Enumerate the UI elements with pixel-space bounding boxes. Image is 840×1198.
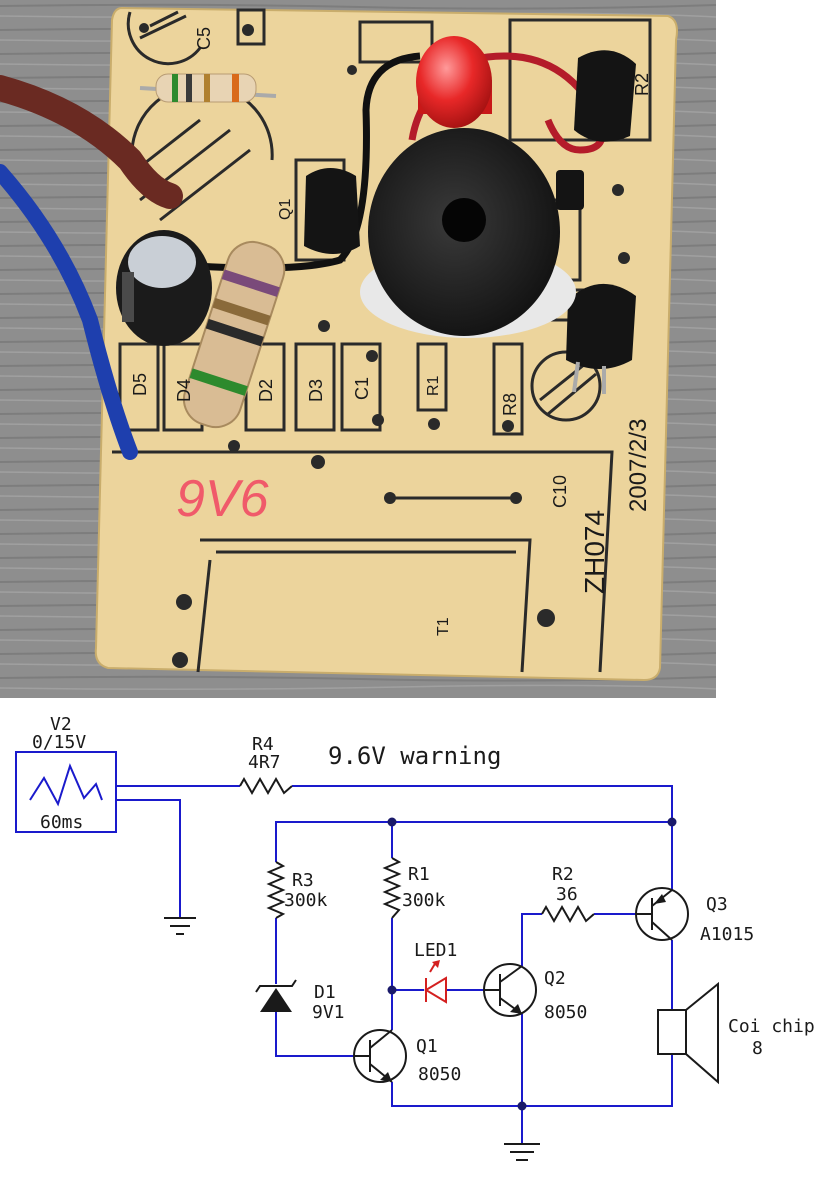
q1-value: 8050 [418,1064,461,1085]
label-q1: Q1 [277,199,294,220]
label-c5: C5 [194,27,214,50]
transistor-q1 [304,168,360,254]
led1-name: LED1 [414,940,457,961]
speaker: Coi chip 8 [657,981,815,1085]
d1-zener: D1 9V1 [255,979,345,1023]
label-d4: D4 [174,379,194,402]
v2-name: V2 [50,714,72,735]
q1-name: Q1 [416,1036,438,1057]
label-c10: C10 [550,475,570,508]
label-r2: R2 [632,73,652,96]
r4-name: R4 [252,734,274,755]
schematic-title: 9.6V warning [328,742,501,770]
r3-resistor: R3 300k [266,861,328,919]
led1: LED1 [414,940,457,1004]
transistor-bottom-right [566,283,636,394]
label-date: 2007/2/3 [625,419,652,512]
label-r8: R8 [500,393,520,416]
pcb-photo: C5 R2 Q1 D5 D4 D2 D3 C1 R1 R8 C10 2007/2… [0,0,716,698]
ground-bottom [504,1143,540,1161]
q3-name: Q3 [706,894,728,915]
speaker-name: Coi chip [728,1016,815,1037]
d1-value: 9V1 [312,1002,345,1023]
r2-value: 36 [556,884,578,905]
junctions [387,817,677,1111]
r2-resistor: R2 36 [541,864,595,924]
red-led [416,36,492,128]
r3-value: 300k [284,890,328,911]
v2-period: 60ms [40,812,83,833]
ground-left [164,917,196,935]
q2-name: Q2 [544,968,566,989]
label-r1: R1 [425,375,442,396]
q3-value: A1015 [700,924,754,945]
solder-holes [139,23,630,668]
resistor-large [182,240,286,429]
blue-wire [0,164,138,460]
schematic: V2 0/15V 60ms 9.6V warning R4 4R7 R3 300… [15,714,815,1161]
r1-value: 300k [402,890,446,911]
transistor-small [556,170,584,210]
r4-resistor: R4 4R7 [239,734,293,796]
label-code: ZH074 [579,510,610,594]
r1-resistor: R1 300k [382,857,446,919]
resistor-top [139,73,277,103]
q2-transistor: Q2 8050 [483,963,587,1023]
label-t1: T1 [435,617,452,636]
v2-value: 0/15V [32,732,86,753]
buzzer [360,128,576,338]
label-d2: D2 [256,379,276,402]
q2-value: 8050 [544,1002,587,1023]
label-d5: D5 [130,373,150,396]
q3-transistor: Q3 A1015 [635,887,754,945]
d1-name: D1 [314,982,336,1003]
speaker-value: 8 [752,1038,763,1059]
label-d3: D3 [306,379,326,402]
label-handwritten: 9V6 [176,470,269,528]
label-c1: C1 [352,377,372,400]
r4-value: 4R7 [248,752,281,773]
v2-source: V2 0/15V 60ms [15,714,117,833]
schematic-wires [116,785,673,1144]
r1-name: R1 [408,864,430,885]
pcb-labels: C5 R2 Q1 D5 D4 D2 D3 C1 R1 R8 C10 2007/2… [130,27,652,636]
q1-transistor: Q1 8050 [353,1029,461,1085]
r2-name: R2 [552,864,574,885]
electrolytic-capacitor [116,230,212,346]
transistor-top-right [574,50,636,142]
brown-wire [0,75,183,209]
r3-name: R3 [292,870,314,891]
